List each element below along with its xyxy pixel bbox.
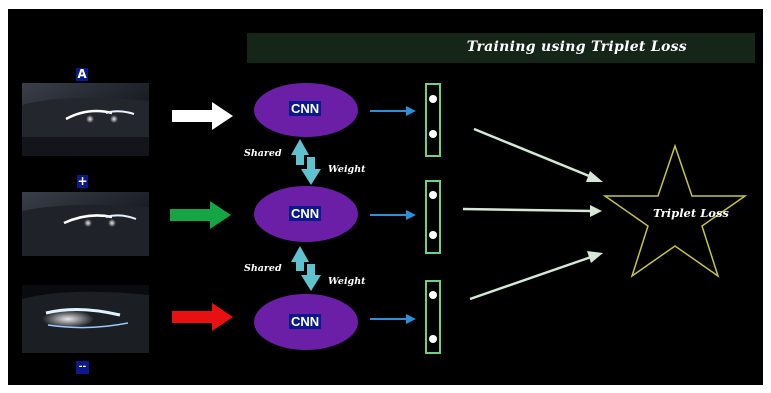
- diagram-title: Training using Triplet Loss: [466, 39, 687, 55]
- star-shape-icon: [602, 143, 748, 278]
- weight-label-1: Weight: [328, 164, 366, 175]
- input-arrow-negative: [172, 303, 233, 331]
- shared-label-1: Shared: [244, 148, 282, 159]
- up-arrow-icon: [291, 139, 309, 165]
- down-arrow-icon: [301, 264, 321, 291]
- car-image-negative: [22, 285, 149, 353]
- negative-label: --: [76, 361, 89, 374]
- embedding-vector-2: [425, 180, 441, 254]
- converge-arrow-3: [469, 251, 603, 301]
- cnn-label-3: CNN: [289, 314, 322, 329]
- cnn-label-1: CNN: [289, 101, 322, 116]
- positive-label: +: [77, 174, 88, 188]
- car-image-positive: [22, 192, 149, 256]
- input-arrow-anchor: [172, 102, 233, 130]
- title-banner: Training using Triplet Loss: [247, 33, 755, 63]
- anchor-label: A: [76, 67, 88, 81]
- diagram-canvas: Training using Triplet Loss A + -- CNN C…: [8, 9, 763, 385]
- down-arrow-icon: [301, 157, 321, 185]
- projection-arrow-2: [370, 210, 416, 220]
- weight-label-2: Weight: [328, 276, 366, 287]
- cnn-label-2: CNN: [289, 206, 322, 221]
- embedding-vector-3: [425, 280, 441, 354]
- car-image-anchor: [22, 83, 149, 156]
- embedding-vector-1: [425, 83, 441, 157]
- up-arrow-icon: [291, 246, 309, 271]
- triplet-loss-label: Triplet Loss: [653, 206, 729, 220]
- diagram-svg: [22, 83, 748, 354]
- converge-arrow-2: [462, 205, 602, 217]
- projection-arrow-1: [370, 106, 416, 116]
- converge-arrow-1: [473, 127, 603, 182]
- input-arrow-positive: [170, 201, 231, 229]
- projection-arrow-3: [370, 314, 416, 324]
- shared-label-2: Shared: [244, 263, 282, 274]
